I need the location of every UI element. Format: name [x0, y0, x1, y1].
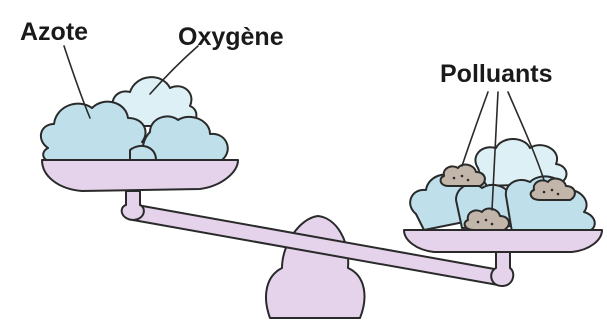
left-pan-clouds [41, 77, 228, 162]
label-azote: Azote [20, 18, 88, 46]
left-pan [42, 160, 238, 191]
label-polluants: Polluants [440, 60, 553, 88]
right-pan [404, 230, 602, 252]
label-oxygene: Oxygène [178, 23, 284, 51]
